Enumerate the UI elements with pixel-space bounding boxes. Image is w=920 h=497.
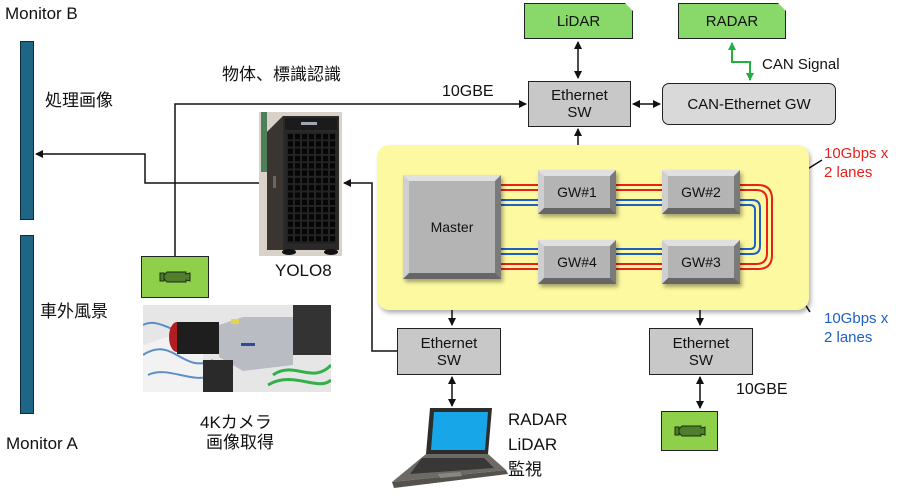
switch-label-line1: Ethernet	[551, 87, 608, 104]
radar-label: RADAR	[705, 12, 759, 30]
can-ethernet-gateway: CAN-Ethernet GW	[662, 83, 836, 125]
video-camera-icon	[159, 271, 191, 283]
video-camera-icon	[674, 425, 705, 437]
gateway-4: GW#4	[538, 240, 616, 284]
red-lanes-label-line1: 10Gbps x	[824, 145, 889, 162]
gateway-2-label: GW#2	[681, 184, 721, 200]
gateway-3-label: GW#3	[681, 254, 721, 270]
switch-label-line2: SW	[436, 351, 462, 369]
line-radar-cangw	[728, 42, 754, 81]
bottom-right-ethernet-switch: Ethernet SW	[649, 328, 753, 375]
camera-caption-line2: 画像取得	[206, 433, 274, 452]
camera-caption-line1: 4Kカメラ	[200, 413, 272, 432]
lidar-sensor: LiDAR	[524, 3, 633, 39]
monitor-a-label: Monitor A	[6, 434, 78, 453]
red-lane-top-2	[500, 189, 768, 265]
monitor-b	[20, 41, 34, 220]
switch-label-line1: Ethernet	[420, 334, 478, 352]
recognition-label: 物体、標識認識	[222, 65, 341, 84]
blue-lane-1	[500, 199, 761, 255]
gateway-1: GW#1	[538, 170, 616, 214]
monitor-b-content: 処理画像	[45, 91, 113, 110]
camera-photo	[143, 305, 331, 392]
radar-sensor: RADAR	[678, 3, 786, 39]
top-10gbe-label: 10GBE	[442, 83, 494, 100]
switch-label-line2: SW	[688, 351, 714, 369]
master-label: Master	[430, 219, 474, 235]
gateway-2: GW#2	[662, 170, 740, 214]
gateway-1-label: GW#1	[557, 184, 597, 200]
camera-box-right	[661, 411, 718, 451]
switch-label-line2: SW	[567, 104, 592, 121]
server-image	[259, 112, 342, 256]
laptop-icon	[388, 408, 508, 492]
laptop-caption-line2: LiDAR	[508, 435, 558, 454]
switch-label-line1: Ethernet	[672, 334, 730, 352]
monitor-b-label: Monitor B	[5, 4, 78, 23]
monitor-a	[20, 235, 34, 414]
bottom-10gbe-label: 10GBE	[736, 381, 788, 398]
gateway-3: GW#3	[662, 240, 740, 284]
line-switch-to-server	[343, 179, 397, 352]
line-server-to-monitor-b	[35, 150, 259, 184]
server-label: YOLO8	[275, 261, 332, 280]
top-ethernet-switch: Ethernet SW	[528, 81, 631, 127]
lidar-label: LiDAR	[556, 12, 601, 30]
red-lanes-label-line2: 2 lanes	[824, 164, 873, 181]
monitor-a-content: 車外風景	[40, 302, 108, 321]
gateway-4-label: GW#4	[557, 254, 597, 270]
red-lane-top	[500, 184, 773, 270]
blue-lanes-label-line1: 10Gbps x	[824, 310, 889, 327]
laptop-caption-line1: RADAR	[508, 410, 568, 429]
blue-lanes-label-line2: 2 lanes	[824, 329, 873, 346]
can-signal-label: CAN Signal	[762, 56, 840, 73]
line-camera-to-top-switch	[174, 100, 527, 256]
blue-lane-2	[500, 204, 756, 250]
can-gateway-label: CAN-Ethernet GW	[687, 95, 811, 113]
master-node: Master	[403, 175, 501, 279]
laptop-caption-line3: 監視	[508, 460, 542, 479]
camera-box	[141, 256, 209, 298]
bottom-left-ethernet-switch: Ethernet SW	[397, 328, 501, 375]
